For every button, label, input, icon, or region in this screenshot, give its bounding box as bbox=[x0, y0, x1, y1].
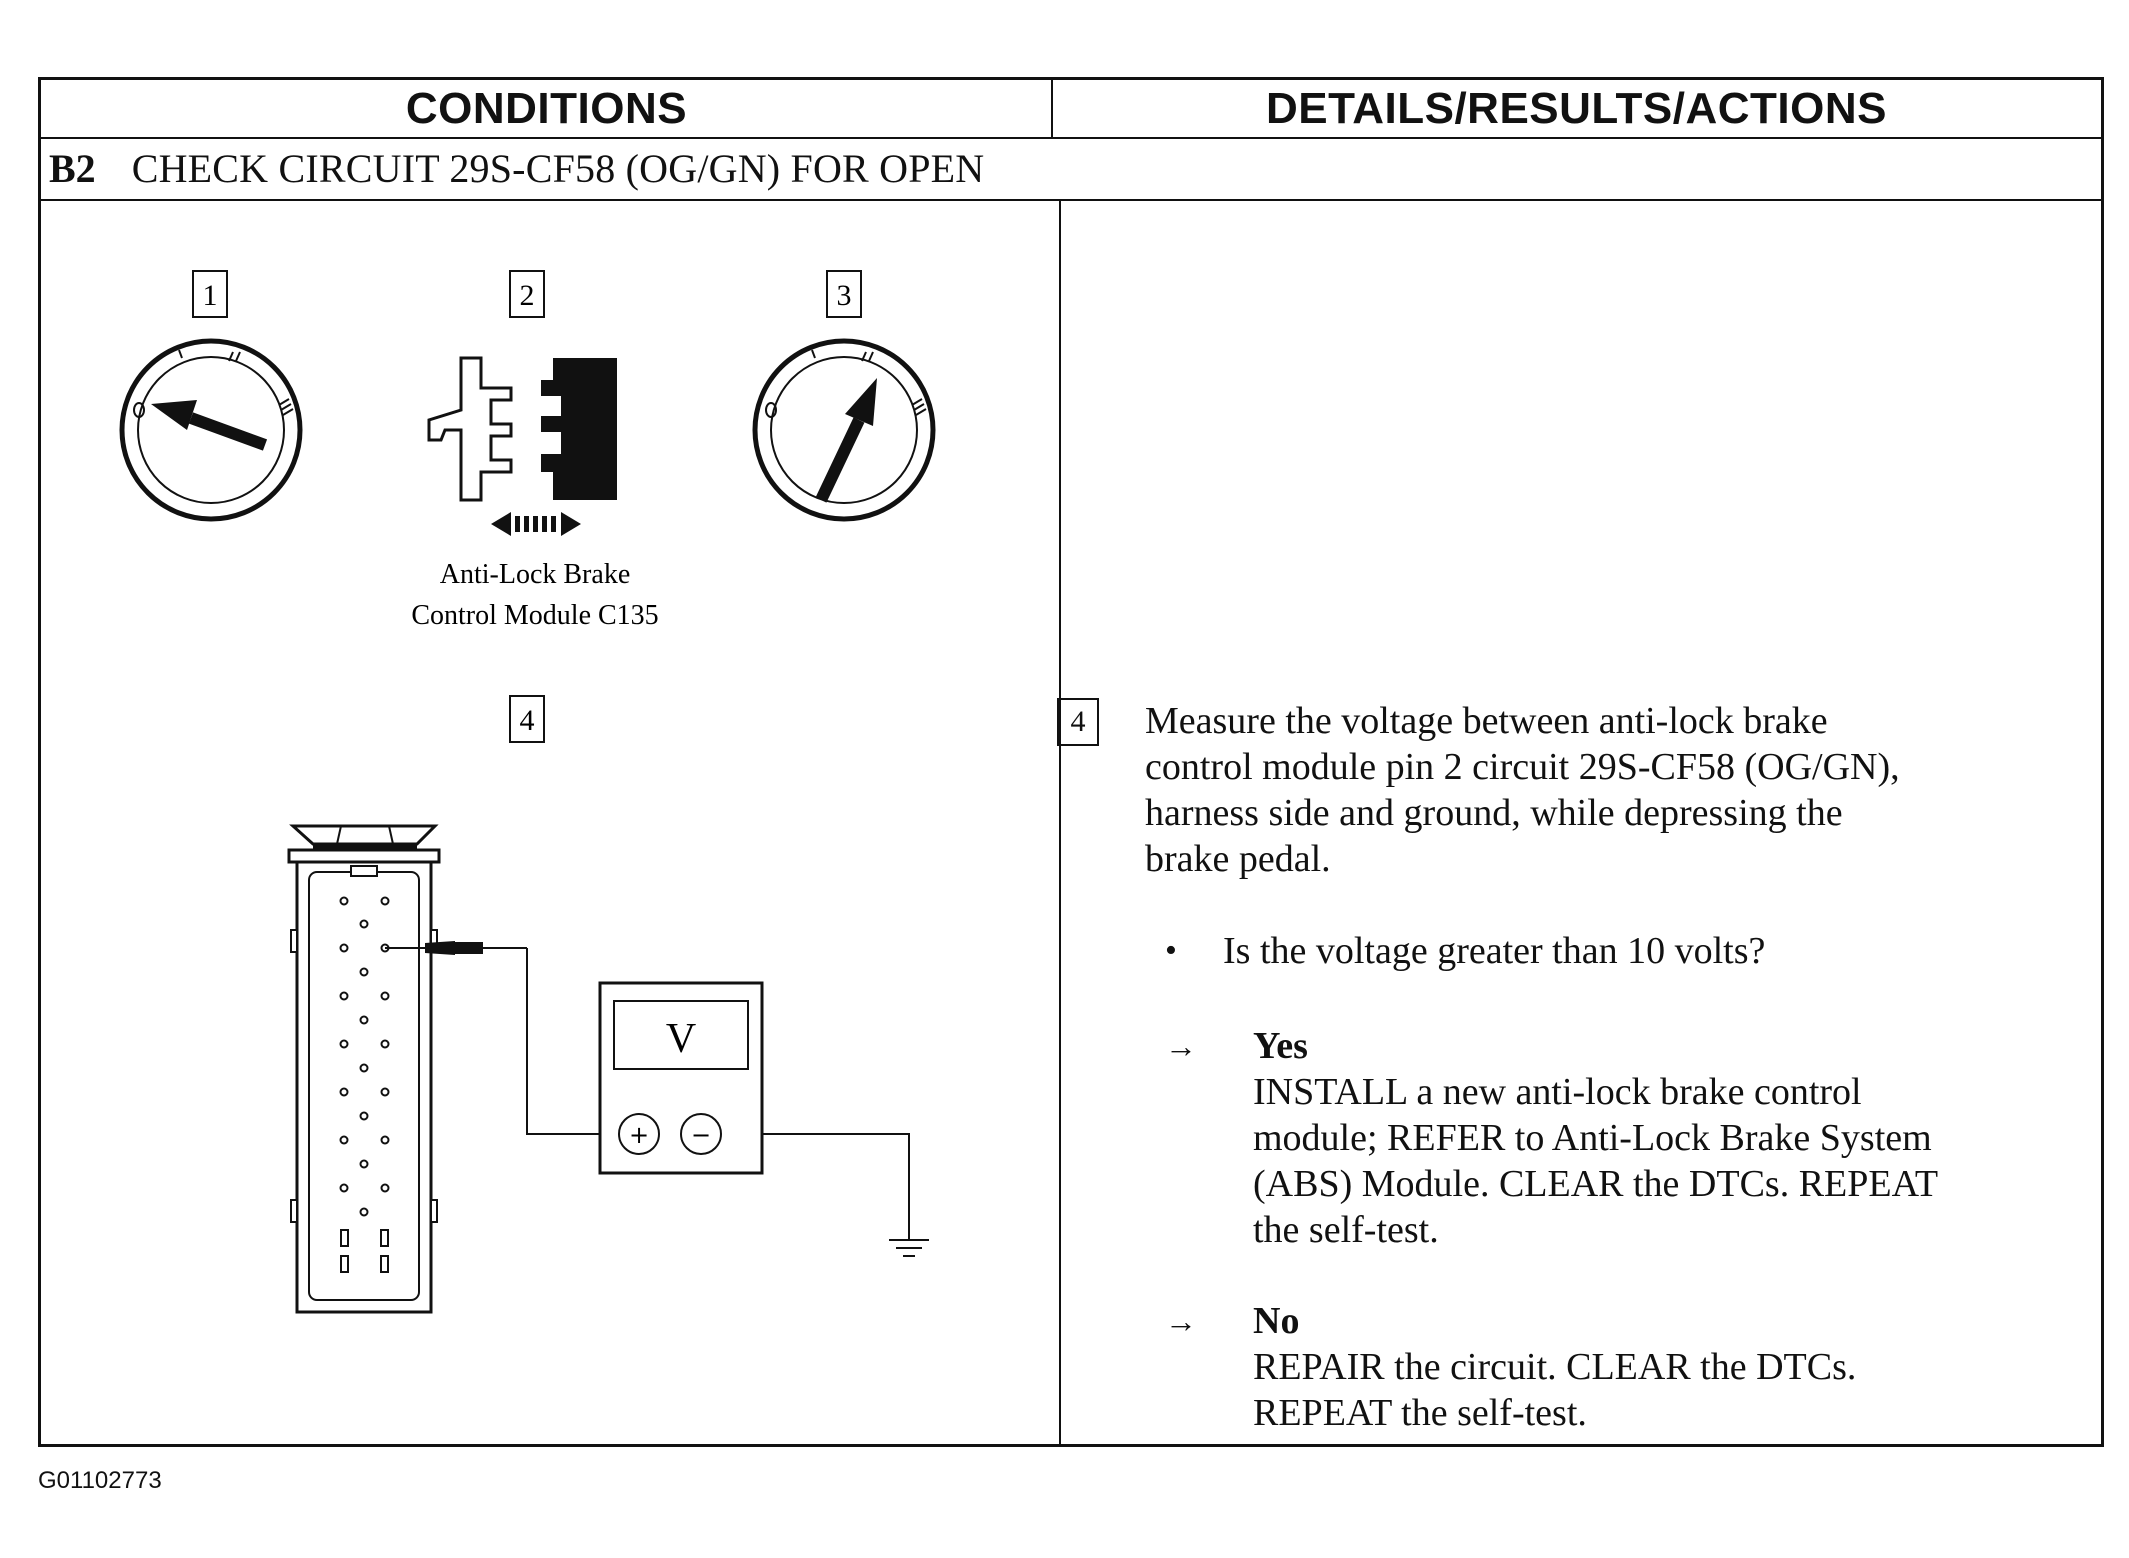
details-header: DETAILS/RESULTS/ACTIONS bbox=[1266, 84, 1887, 133]
voltmeter: V + − bbox=[598, 981, 764, 1175]
yes-action-text: INSTALL a new anti-lock brake control mo… bbox=[1253, 1071, 1939, 1251]
step-3-marker: 3 bbox=[826, 270, 862, 318]
negative-terminal-label: − bbox=[691, 1121, 711, 1149]
step-1-marker: 1 bbox=[192, 270, 228, 318]
positive-terminal-label: + bbox=[629, 1121, 649, 1149]
positive-terminal-icon bbox=[618, 1113, 660, 1155]
step-id: B2 bbox=[49, 146, 96, 191]
diagnostic-table: CONDITIONS DETAILS/RESULTS/ACTIONS B2 CH… bbox=[38, 77, 2104, 1447]
question-text: Is the voltage greater than 10 volts? bbox=[1223, 930, 1766, 972]
step-4-label: 4 bbox=[520, 704, 535, 737]
ignition-off-icon bbox=[119, 338, 303, 522]
no-action-text: REPAIR the circuit. CLEAR the DTCs. REPE… bbox=[1253, 1346, 1857, 1434]
no-label: No bbox=[1253, 1300, 1300, 1342]
step-2-label: 2 bbox=[520, 279, 535, 312]
ignition-run-icon bbox=[752, 338, 936, 522]
voltmeter-unit: V bbox=[666, 1016, 696, 1062]
step-title-row: B2 CHECK CIRCUIT 29S-CF58 (OG/GN) FOR OP… bbox=[49, 138, 984, 199]
arrow-right-icon: → bbox=[1165, 1303, 1197, 1339]
connector-disconnect-icon bbox=[427, 356, 617, 536]
measurement-instruction: Measure the voltage between anti-lock br… bbox=[1145, 700, 1900, 880]
step-title: CHECK CIRCUIT 29S-CF58 (OG/GN) FOR OPEN bbox=[131, 146, 985, 191]
question-row: • Is the voltage greater than 10 volts? bbox=[1165, 928, 1765, 974]
negative-terminal-icon bbox=[680, 1113, 722, 1155]
arrow-right-icon: → bbox=[1165, 1028, 1197, 1064]
details-step-marker: 4 bbox=[1057, 698, 1099, 746]
conditions-diagram: 1 2 bbox=[119, 270, 936, 1314]
module-connector bbox=[287, 824, 441, 1314]
step-1-label: 1 bbox=[203, 279, 218, 312]
positive-lead-wire bbox=[526, 948, 619, 1135]
bullet-icon: • bbox=[1165, 932, 1177, 969]
connector-caption-line-1: Anti-Lock Brake bbox=[440, 559, 631, 590]
step-rule bbox=[41, 199, 2101, 201]
step-2-marker: 2 bbox=[509, 270, 545, 318]
ground-symbol-icon bbox=[889, 1239, 929, 1257]
yes-label: Yes bbox=[1253, 1025, 1308, 1067]
test-probe bbox=[385, 941, 527, 955]
header-rule bbox=[41, 137, 2101, 139]
connector-caption-line-2: Control Module C135 bbox=[411, 600, 658, 631]
figure-id: G01102773 bbox=[38, 1467, 162, 1494]
ground-lead-wire bbox=[720, 1133, 910, 1240]
conditions-header: CONDITIONS bbox=[405, 84, 688, 133]
column-divider bbox=[1059, 200, 1061, 1444]
step-4-marker: 4 bbox=[509, 695, 545, 743]
step-3-label: 3 bbox=[837, 279, 852, 312]
header-divider bbox=[1051, 80, 1053, 138]
